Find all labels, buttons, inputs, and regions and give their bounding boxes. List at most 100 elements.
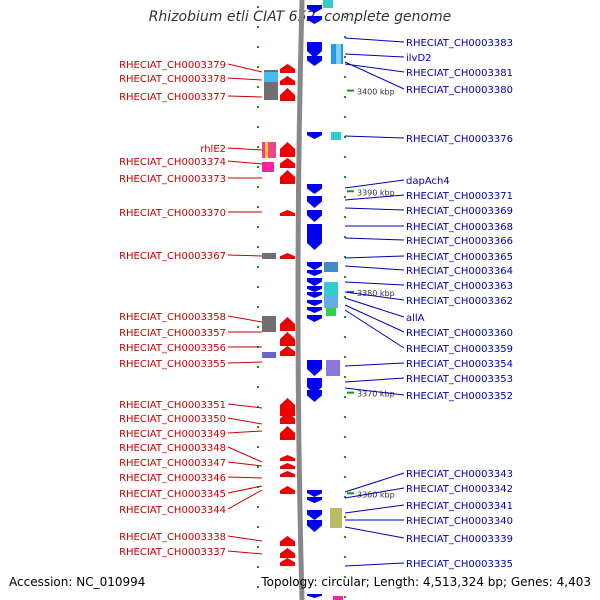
reverse-gene-arrow[interactable] [307, 490, 322, 497]
reverse-gene-arrow[interactable] [307, 262, 322, 270]
left-gene-label[interactable]: RHECIAT_CH0003367 [119, 251, 226, 262]
left-gene-label[interactable]: RHECIAT_CH0003345 [119, 489, 226, 500]
right-gene-label[interactable]: RHECIAT_CH0003365 [406, 252, 513, 263]
forward-gene-arrow[interactable] [280, 536, 295, 546]
reverse-gene-arrow[interactable] [307, 56, 322, 66]
reverse-gene-arrow[interactable] [307, 510, 322, 520]
right-gene-label[interactable]: RHECIAT_CH0003359 [406, 344, 513, 355]
forward-gene-arrow[interactable] [280, 317, 295, 331]
forward-gene-arrow[interactable] [280, 332, 295, 346]
gene-block[interactable] [265, 142, 268, 158]
reverse-gene-arrow[interactable] [307, 520, 322, 532]
left-gene-label[interactable]: RHECIAT_CH0003350 [119, 414, 226, 425]
reverse-gene-arrow[interactable] [307, 307, 322, 313]
right-gene-label[interactable]: RHECIAT_CH0003362 [406, 296, 513, 307]
left-gene-label[interactable]: RHECIAT_CH0003357 [119, 328, 226, 339]
forward-gene-arrow[interactable] [280, 426, 295, 440]
right-gene-label[interactable]: RHECIAT_CH0003380 [406, 85, 513, 96]
reverse-gene-arrow[interactable] [307, 270, 322, 276]
right-gene-label[interactable]: RHECIAT_CH0003368 [406, 222, 513, 233]
right-gene-label[interactable]: RHECIAT_CH0003366 [406, 236, 513, 247]
left-gene-label[interactable]: RHECIAT_CH0003338 [119, 532, 226, 543]
forward-gene-arrow[interactable] [280, 455, 295, 461]
left-gene-label[interactable]: RHECIAT_CH0003346 [119, 473, 226, 484]
left-gene-label[interactable]: RHECIAT_CH0003355 [119, 359, 226, 370]
reverse-gene-arrow[interactable] [307, 184, 322, 194]
forward-gene-arrow[interactable] [280, 76, 295, 85]
forward-gene-arrow[interactable] [280, 210, 295, 216]
forward-gene-arrow[interactable] [280, 142, 295, 157]
right-gene-label[interactable]: RHECIAT_CH0003335 [406, 559, 513, 570]
gene-block[interactable] [324, 262, 338, 272]
gene-block[interactable] [324, 282, 338, 296]
left-gene-label[interactable]: RHECIAT_CH0003374 [119, 157, 226, 168]
right-gene-label[interactable]: dapAch4 [406, 176, 450, 187]
gene-block[interactable] [333, 596, 343, 600]
left-gene-label[interactable]: RHECIAT_CH0003344 [119, 505, 226, 516]
reverse-gene-arrow[interactable] [307, 360, 322, 376]
left-gene-label[interactable]: RHECIAT_CH0003358 [119, 312, 226, 323]
forward-gene-arrow[interactable] [280, 170, 295, 184]
reverse-gene-arrow[interactable] [307, 196, 322, 208]
gene-block[interactable] [336, 44, 341, 64]
reverse-gene-arrow[interactable] [307, 390, 322, 402]
left-gene-label[interactable]: RHECIAT_CH0003349 [119, 429, 226, 440]
gene-block[interactable] [262, 316, 276, 332]
right-gene-label[interactable]: ilvD2 [406, 53, 432, 64]
reverse-gene-arrow[interactable] [307, 210, 322, 222]
reverse-gene-arrow[interactable] [307, 224, 322, 250]
left-gene-label[interactable]: RHECIAT_CH0003337 [119, 547, 226, 558]
reverse-gene-arrow[interactable] [307, 16, 322, 24]
reverse-gene-arrow[interactable] [307, 497, 322, 503]
right-gene-label[interactable]: RHECIAT_CH0003364 [406, 266, 513, 277]
gene-block[interactable] [331, 132, 341, 140]
right-gene-label[interactable]: RHECIAT_CH0003381 [406, 68, 513, 79]
reverse-gene-arrow[interactable] [307, 278, 322, 286]
left-gene-label[interactable]: RHECIAT_CH0003373 [119, 174, 226, 185]
forward-gene-arrow[interactable] [280, 412, 295, 424]
right-gene-label[interactable]: RHECIAT_CH0003340 [406, 516, 513, 527]
reverse-gene-arrow[interactable] [307, 315, 322, 322]
right-gene-label[interactable]: RHECIAT_CH0003342 [406, 484, 513, 495]
right-gene-label[interactable]: RHECIAT_CH0003360 [406, 328, 513, 339]
forward-gene-arrow[interactable] [280, 398, 295, 416]
forward-gene-arrow[interactable] [280, 88, 295, 101]
left-gene-label[interactable]: RHECIAT_CH0003356 [119, 343, 226, 354]
right-gene-label[interactable]: RHECIAT_CH0003341 [406, 501, 513, 512]
forward-gene-arrow[interactable] [280, 158, 295, 168]
gene-block[interactable] [262, 253, 276, 259]
left-gene-label[interactable]: RHECIAT_CH0003347 [119, 458, 226, 469]
forward-gene-arrow[interactable] [280, 486, 295, 494]
forward-gene-arrow[interactable] [280, 64, 295, 73]
gene-block[interactable] [262, 162, 274, 172]
right-gene-label[interactable]: RHECIAT_CH0003376 [406, 134, 513, 145]
forward-gene-arrow[interactable] [280, 463, 295, 469]
left-gene-label[interactable]: RHECIAT_CH0003378 [119, 74, 226, 85]
forward-gene-arrow[interactable] [280, 548, 295, 558]
right-gene-label[interactable]: RHECIAT_CH0003363 [406, 281, 513, 292]
forward-gene-arrow[interactable] [280, 346, 295, 356]
gene-block[interactable] [326, 308, 336, 316]
right-gene-label[interactable]: RHECIAT_CH0003383 [406, 38, 513, 49]
forward-gene-arrow[interactable] [280, 253, 295, 259]
forward-gene-arrow[interactable] [280, 471, 295, 477]
right-gene-label[interactable]: RHECIAT_CH0003343 [406, 469, 513, 480]
reverse-gene-arrow[interactable] [307, 5, 322, 13]
left-gene-label[interactable]: rhlE2 [200, 144, 226, 155]
gene-block[interactable] [323, 0, 333, 8]
left-gene-label[interactable]: RHECIAT_CH0003379 [119, 60, 226, 71]
gene-block[interactable] [326, 360, 340, 376]
right-gene-label[interactable]: RHECIAT_CH0003352 [406, 391, 513, 402]
left-gene-label[interactable]: RHECIAT_CH0003351 [119, 400, 226, 411]
left-gene-label[interactable]: RHECIAT_CH0003370 [119, 208, 226, 219]
gene-block[interactable] [262, 352, 276, 358]
reverse-gene-arrow[interactable] [307, 300, 322, 306]
forward-gene-arrow[interactable] [280, 558, 295, 566]
reverse-gene-arrow[interactable] [307, 132, 322, 139]
reverse-gene-arrow[interactable] [307, 594, 322, 598]
gene-block[interactable] [324, 296, 338, 308]
gene-block[interactable] [262, 142, 276, 158]
right-gene-label[interactable]: RHECIAT_CH0003339 [406, 534, 513, 545]
right-gene-label[interactable]: allA [406, 313, 425, 324]
